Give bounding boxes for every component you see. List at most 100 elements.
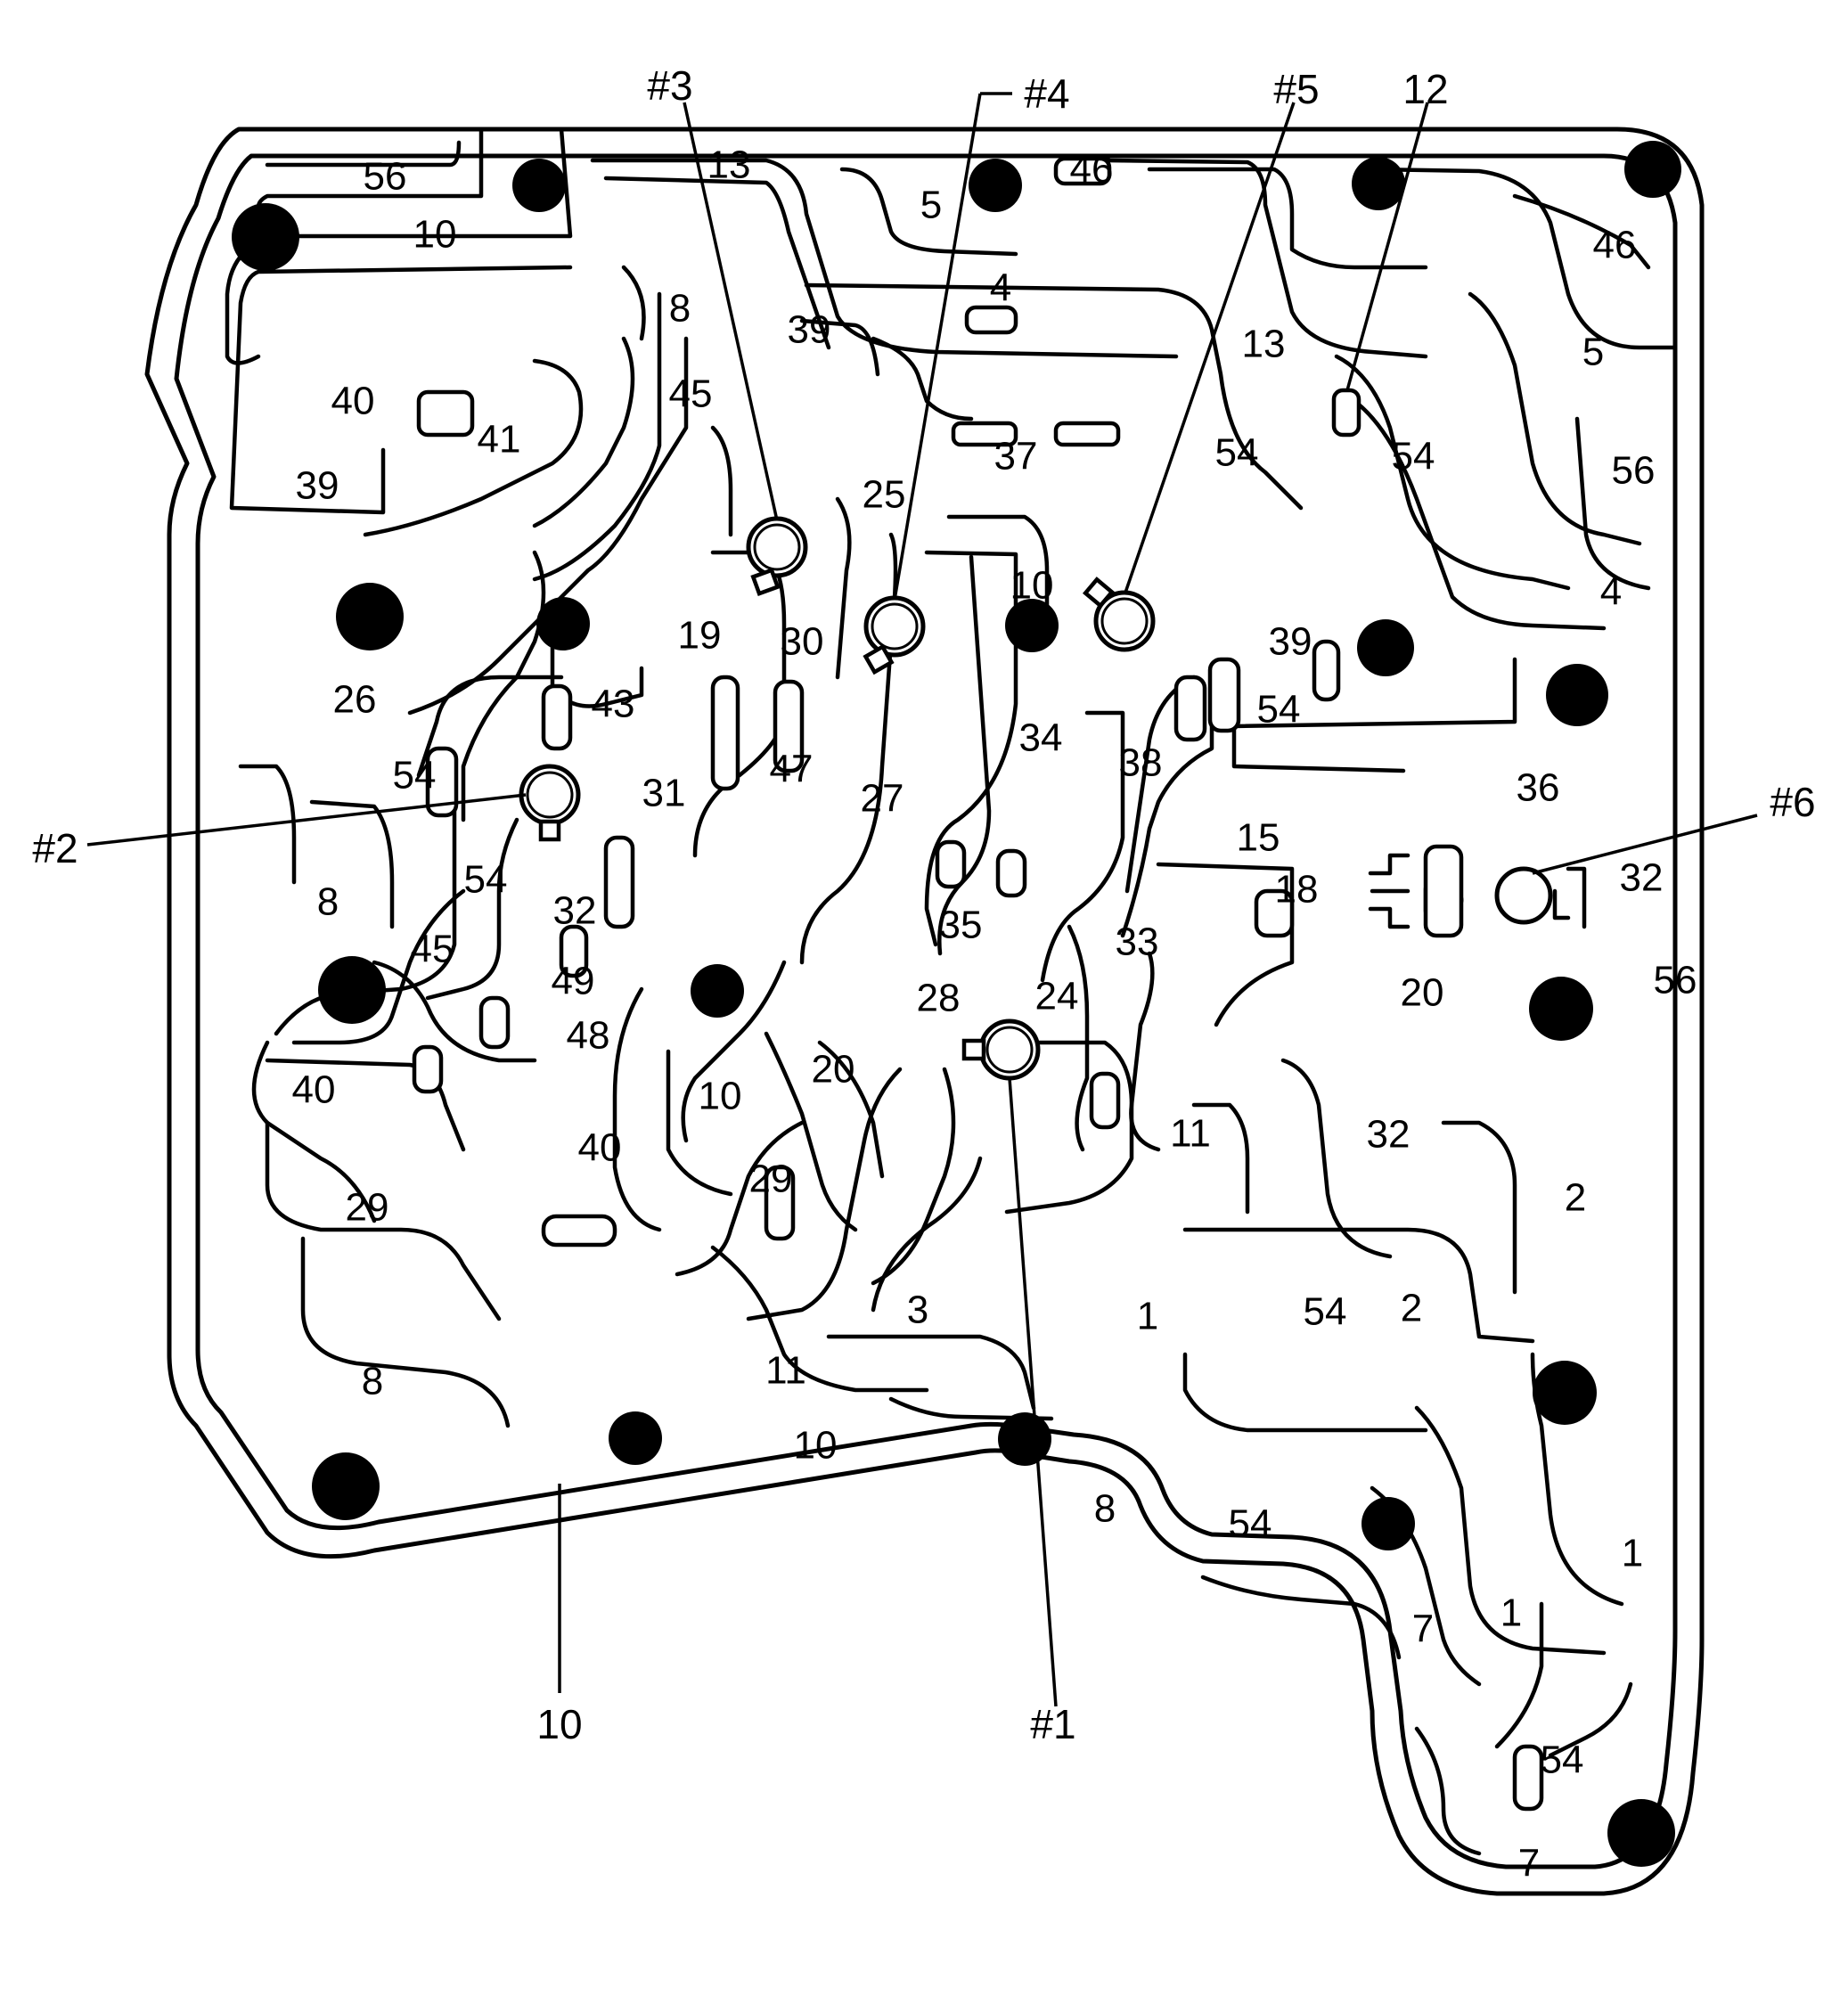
passage-label: 54 xyxy=(1215,431,1259,475)
callout-check-ball-5: #5 xyxy=(1273,66,1319,112)
callout-check-ball-1: #1 xyxy=(1030,1701,1075,1747)
passage-label: 40 xyxy=(331,380,375,423)
passage-label: 26 xyxy=(333,678,377,722)
callout-12: 12 xyxy=(1402,66,1448,112)
callout-check-ball-6: #6 xyxy=(1770,779,1815,825)
passage-label: 41 xyxy=(478,418,521,462)
passage-label: 56 xyxy=(364,155,407,199)
passage-label: 1 xyxy=(1622,1532,1643,1575)
passage-label: 1 xyxy=(1137,1295,1158,1338)
passage-label: 24 xyxy=(1035,975,1079,1018)
channel-walls xyxy=(225,127,1678,1856)
passage-label: 8 xyxy=(317,880,339,924)
passage-label: 47 xyxy=(770,748,814,791)
bolt-hole xyxy=(1357,619,1414,676)
passage-label: 25 xyxy=(863,473,906,517)
passage-label: 5 xyxy=(1582,331,1604,374)
bolt-hole xyxy=(1607,1799,1675,1867)
passage-label: 40 xyxy=(292,1068,336,1112)
passage-label: 32 xyxy=(553,889,597,933)
bolt-hole xyxy=(691,964,744,1018)
passage-label: 11 xyxy=(765,1349,806,1393)
passage-label: 54 xyxy=(1392,435,1435,479)
passage-label: 32 xyxy=(1367,1113,1411,1157)
check-ball-3 xyxy=(746,516,808,578)
passage-label: 33 xyxy=(1116,920,1159,964)
passage-label: 2 xyxy=(1401,1287,1422,1330)
passage-label: 45 xyxy=(669,372,713,416)
bolt-hole xyxy=(318,956,386,1024)
passage-label: 2 xyxy=(1565,1176,1586,1220)
bolt-hole xyxy=(1361,1497,1415,1550)
passage-label: 5 xyxy=(920,184,942,227)
passage-label: 4 xyxy=(1600,570,1622,614)
passage-label: 20 xyxy=(812,1048,855,1092)
passage-label: 54 xyxy=(1304,1290,1347,1334)
bolt-hole xyxy=(336,583,404,650)
passage-label: 29 xyxy=(749,1158,793,1201)
passage-labels: 56 13 5 46 46 10 4 8 39 5 13 40 45 41 54… xyxy=(292,143,1697,1886)
passage-label: 49 xyxy=(552,960,595,1003)
passage-label: 38 xyxy=(1119,741,1163,785)
passage-label: 46 xyxy=(1070,148,1114,192)
passage-label: 43 xyxy=(592,683,635,726)
passage-label: 1 xyxy=(1500,1591,1522,1635)
check-ball-1 xyxy=(978,1018,1041,1081)
passage-label: 11 xyxy=(1170,1112,1211,1156)
passage-label: 19 xyxy=(678,614,722,658)
passage-label: 39 xyxy=(296,464,339,508)
passage-label: 15 xyxy=(1237,816,1280,860)
bolt-holes xyxy=(232,141,1681,1867)
passage-label: 39 xyxy=(788,308,831,352)
passage-label: 13 xyxy=(707,143,751,187)
plate-outer-outline xyxy=(144,127,1705,1896)
callout-check-ball-4: #4 xyxy=(1024,70,1069,117)
passage-label: 54 xyxy=(1541,1738,1584,1782)
passage-label: 7 xyxy=(1518,1842,1540,1886)
check-ball-5 xyxy=(1093,590,1156,652)
bolt-hole xyxy=(1546,664,1608,726)
plate-inner-outline xyxy=(174,153,1678,1869)
bolt-hole xyxy=(1533,1361,1597,1425)
passage-label: 4 xyxy=(990,266,1011,310)
passage-label: 30 xyxy=(781,620,824,664)
bolt-hole xyxy=(609,1411,662,1465)
bolt-hole xyxy=(312,1452,380,1520)
passage-label: 13 xyxy=(1242,323,1286,366)
bolt-hole xyxy=(536,597,590,650)
bolt-hole xyxy=(998,1412,1051,1466)
bolt-hole xyxy=(1352,157,1405,210)
passage-label: 28 xyxy=(917,977,961,1020)
passage-label: 18 xyxy=(1275,868,1319,912)
passage-label: 56 xyxy=(1612,449,1656,493)
passage-label: 37 xyxy=(994,435,1038,479)
passage-label: 56 xyxy=(1654,959,1697,1002)
callouts: #3 #4 #5 12 #2 #6 #1 10 xyxy=(32,62,1815,1747)
bolt-hole xyxy=(1624,141,1681,198)
callout-check-ball-3: #3 xyxy=(647,62,692,109)
passage-label: 29 xyxy=(346,1186,389,1230)
passage-label: 36 xyxy=(1517,766,1560,810)
passage-label: 46 xyxy=(1593,224,1637,267)
passage-label: 10 xyxy=(794,1424,838,1468)
passage-label: 35 xyxy=(939,904,983,947)
passage-label: 20 xyxy=(1401,971,1444,1015)
passage-label: 8 xyxy=(669,287,691,331)
passage-label: 7 xyxy=(1412,1607,1434,1651)
passage-label: 39 xyxy=(1269,620,1312,664)
callout-10: 10 xyxy=(536,1701,582,1747)
passage-label: 10 xyxy=(699,1075,742,1118)
check-balls xyxy=(519,516,1587,1081)
callout-check-ball-2: #2 xyxy=(32,825,78,871)
bolt-hole xyxy=(969,159,1022,212)
passage-label: 54 xyxy=(1229,1502,1272,1546)
passage-label: 40 xyxy=(578,1126,622,1170)
bolt-hole xyxy=(1529,977,1593,1041)
passage-label: 45 xyxy=(411,928,454,971)
passage-label: 32 xyxy=(1620,856,1664,900)
passage-label: 31 xyxy=(642,772,686,815)
passage-label: 10 xyxy=(1010,564,1054,608)
passage-label: 10 xyxy=(413,213,457,257)
bolt-hole xyxy=(1005,599,1059,652)
